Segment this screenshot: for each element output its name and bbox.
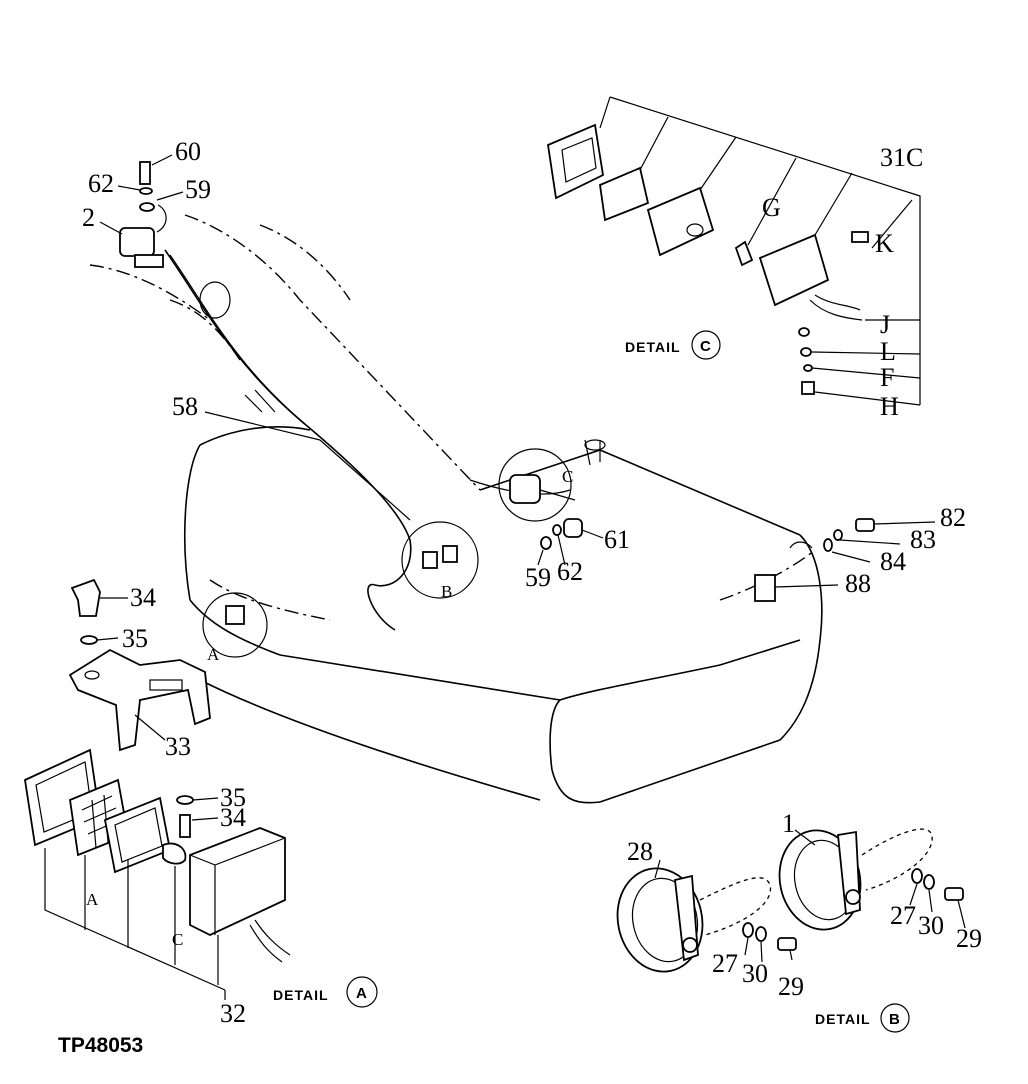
inset-circle-a: A bbox=[202, 592, 268, 664]
callout-59-top: 59 bbox=[185, 175, 211, 204]
callout-30-b: 30 bbox=[918, 911, 944, 940]
washer-59 bbox=[139, 202, 155, 212]
callout-34-bottom: 34 bbox=[220, 803, 246, 832]
lamp-c-lens bbox=[646, 186, 715, 257]
callout-k: K bbox=[875, 229, 894, 258]
callout-61: 61 bbox=[604, 525, 630, 554]
callout-l: L bbox=[880, 337, 896, 366]
detail-a-word: DETAIL bbox=[273, 987, 329, 1003]
lamp-a-letter: A bbox=[86, 890, 99, 909]
callout-27-b: 27 bbox=[890, 901, 916, 930]
side-bracket-hardware bbox=[754, 518, 936, 602]
mid-lamp-hardware bbox=[537, 518, 604, 566]
detail-a-caption: DETAIL A bbox=[273, 976, 378, 1008]
callout-31c: 31C bbox=[880, 143, 923, 172]
wiring-harness bbox=[164, 249, 412, 631]
callout-83: 83 bbox=[910, 525, 936, 554]
lamp-c-letter: C bbox=[172, 930, 183, 949]
inset-label-a: A bbox=[207, 645, 220, 664]
detail-a-letter: A bbox=[356, 985, 367, 1002]
lamp-a-bulb bbox=[162, 842, 187, 865]
detail-a-exploded-lamp: A C bbox=[24, 748, 291, 1000]
washer-35-top bbox=[80, 635, 98, 645]
callout-88: 88 bbox=[845, 569, 871, 598]
lamp-c-bulb bbox=[734, 240, 754, 267]
detail-b-horn-28 bbox=[616, 859, 771, 973]
detail-c-caption: DETAIL C bbox=[625, 330, 721, 360]
lamp-c-frame bbox=[547, 123, 604, 200]
callout-58: 58 bbox=[172, 392, 198, 421]
callout-84: 84 bbox=[880, 547, 906, 576]
inset-label-b: B bbox=[441, 582, 452, 601]
lamp-2-body bbox=[119, 227, 155, 257]
callout-labels: 60 62 59 2 58 31C G K J L F H 61 59 62 8… bbox=[82, 137, 982, 1028]
bolt-34-bottom bbox=[179, 814, 191, 838]
callout-h: H bbox=[880, 392, 899, 421]
bolt-34-top bbox=[70, 578, 101, 617]
boom-lamp-assembly bbox=[99, 154, 184, 268]
lamp-2-bracket bbox=[134, 254, 164, 268]
callout-59-mid: 59 bbox=[525, 563, 551, 592]
callout-62-mid: 62 bbox=[557, 557, 583, 586]
inset-label-c: C bbox=[562, 467, 573, 486]
lamp-a-housing bbox=[189, 827, 286, 936]
inset-circle-b: B bbox=[401, 521, 479, 601]
detail-c-exploded-lamp bbox=[547, 96, 921, 406]
washer-62 bbox=[139, 187, 153, 195]
detail-c-letter: C bbox=[700, 338, 711, 355]
detail-b-horn-1 bbox=[778, 828, 933, 931]
detail-b-hardware bbox=[742, 868, 966, 963]
detail-b-caption: DETAIL B bbox=[815, 1003, 910, 1033]
inset-circle-c: C bbox=[498, 448, 576, 522]
detail-b-letter: B bbox=[889, 1011, 900, 1028]
callout-2: 2 bbox=[82, 203, 95, 232]
callout-29-a: 29 bbox=[778, 972, 804, 1001]
detail-b-word: DETAIL bbox=[815, 1011, 871, 1027]
callout-34-top: 34 bbox=[130, 583, 156, 612]
callout-1: 1 bbox=[782, 809, 795, 838]
callout-60: 60 bbox=[175, 137, 201, 166]
detail-c-word: DETAIL bbox=[625, 339, 681, 355]
bolt-60 bbox=[139, 161, 151, 185]
callout-29-b: 29 bbox=[956, 924, 982, 953]
machine-body-outline bbox=[89, 214, 823, 804]
callout-32: 32 bbox=[220, 999, 246, 1028]
callout-33: 33 bbox=[165, 732, 191, 761]
washer-35-bottom bbox=[176, 795, 194, 805]
figure-id: TP48053 bbox=[58, 1034, 143, 1057]
callout-f: F bbox=[880, 363, 894, 392]
relay-88 bbox=[754, 574, 776, 602]
callout-g: G bbox=[762, 193, 781, 222]
lamp-bracket-assembly bbox=[68, 578, 211, 752]
callout-35-bottom: 35 bbox=[220, 783, 246, 812]
callout-82: 82 bbox=[940, 503, 966, 532]
callout-30-a: 30 bbox=[742, 959, 768, 988]
callout-62-top: 62 bbox=[88, 169, 114, 198]
callout-j: J bbox=[880, 310, 890, 339]
callout-35-top: 35 bbox=[122, 624, 148, 653]
lamp-c-housing bbox=[758, 233, 830, 307]
callout-27-a: 27 bbox=[712, 949, 738, 978]
leader-lines bbox=[204, 411, 411, 521]
bracket-33 bbox=[68, 648, 211, 752]
lamp-c-gasket bbox=[599, 166, 650, 222]
callout-28: 28 bbox=[627, 837, 653, 866]
lamp-c-screw bbox=[851, 231, 869, 243]
